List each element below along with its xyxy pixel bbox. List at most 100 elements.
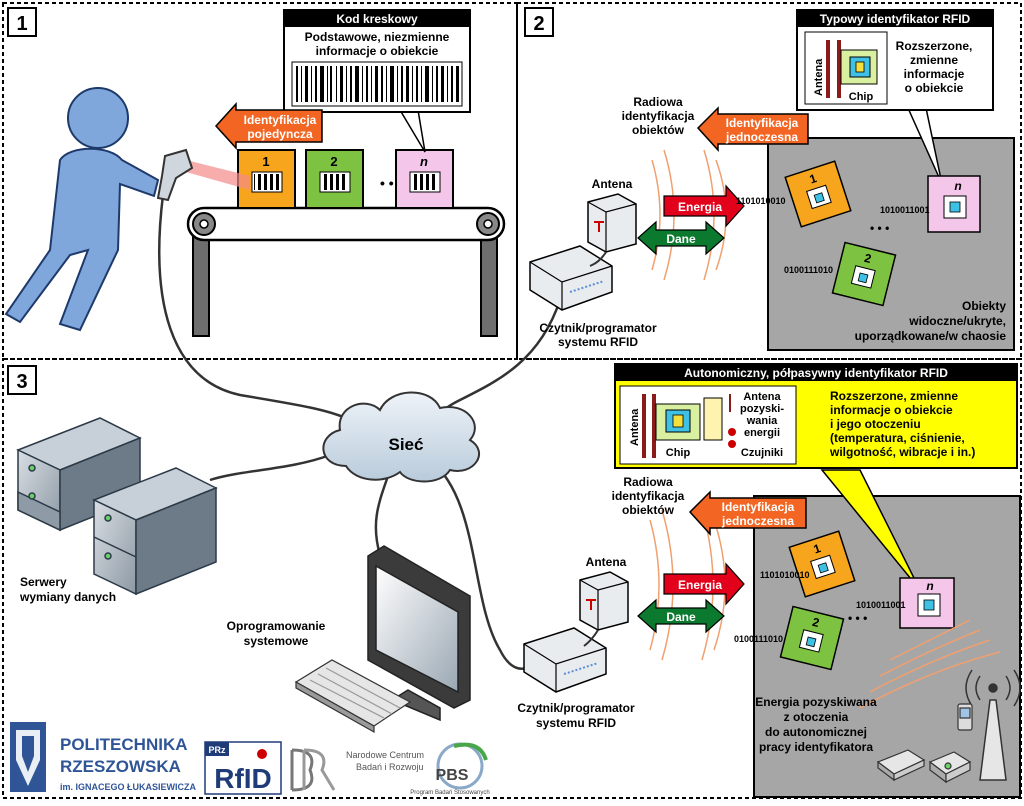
scan-beam bbox=[186, 160, 250, 190]
p3-harvest-0: Energia pozyskiwana bbox=[755, 695, 877, 709]
panel-number-1: 1 bbox=[16, 13, 27, 35]
p2-energy-arrow: Energia bbox=[663, 184, 745, 228]
p3-harvest-3: pracy identyfikatora bbox=[759, 740, 873, 754]
auto-harvest-1: pozyski- bbox=[740, 403, 784, 415]
p2-reader-line1: Czytnik/programator bbox=[539, 321, 657, 335]
pbs-logo: PBS Program Badań Stosowanych bbox=[410, 742, 490, 796]
auto-rfid-title: Autonomiczny, półpasywny identyfikator R… bbox=[684, 366, 948, 380]
barcode-callout: Kod kreskowy Podstawowe, niezmienne info… bbox=[283, 9, 471, 153]
rfid-desc-2: informacje bbox=[904, 67, 965, 81]
ncbr-line2: Badań i Rozwoju bbox=[356, 762, 424, 772]
single-identification-arrow: Identyfikacja pojedyncza bbox=[214, 102, 323, 150]
svg-text:Identyfikacja: Identyfikacja bbox=[726, 116, 799, 130]
conveyor bbox=[186, 206, 506, 337]
network-label: Sieć bbox=[389, 435, 424, 454]
person-figure bbox=[4, 87, 194, 332]
panel-number-2: 2 bbox=[533, 13, 544, 35]
software-line1: Oprogramowanie bbox=[227, 619, 326, 633]
rfid-desc-3: o obiekcie bbox=[905, 81, 964, 95]
auto-harvest-0: Antena bbox=[743, 391, 781, 403]
p3-energy-arrow: Energia bbox=[663, 562, 745, 606]
rfid-logo-small: PRz bbox=[208, 745, 226, 755]
p2-radio-2: obiektów bbox=[632, 123, 685, 137]
p2-data-arrow: Dane bbox=[637, 220, 725, 256]
svg-text:Energia: Energia bbox=[678, 578, 722, 592]
auto-desc-1: informacje o obiekcie bbox=[830, 403, 953, 417]
barcode-desc-2: informacje o obiekcie bbox=[316, 44, 439, 58]
p2-objects-1: widoczne/ukryte, bbox=[908, 314, 1006, 328]
p3-tag-2: 2 bbox=[779, 605, 845, 671]
pbs-small: Program Badań Stosowanych bbox=[410, 790, 489, 796]
p2-objects-0: Obiekty bbox=[962, 299, 1006, 313]
p3-reader-line1: Czytnik/programator bbox=[517, 701, 635, 715]
prz-name-1: POLITECHNIKA bbox=[60, 735, 188, 754]
single-id-line2: pojedyncza bbox=[247, 127, 313, 141]
harvest-waves bbox=[859, 619, 1001, 709]
autonomous-rfid-callout: Autonomiczny, półpasywny identyfikator R… bbox=[614, 363, 1018, 591]
prz-logo: POLITECHNIKA RZESZOWSKA im. IGNACEGO ŁUK… bbox=[10, 722, 197, 792]
p2-radio-0: Radiowa bbox=[633, 95, 683, 109]
phone-icon bbox=[957, 703, 973, 731]
rfid-desc-1: zmienne bbox=[910, 53, 958, 67]
auto-harvest-2: wania bbox=[746, 415, 778, 427]
svg-text:Identyfikacja: Identyfikacja bbox=[722, 500, 795, 514]
computer-monitor bbox=[367, 545, 471, 722]
panel-1-frame bbox=[2, 2, 518, 360]
auto-desc-0: Rozszerzone, zmienne bbox=[830, 389, 958, 403]
svg-text:n: n bbox=[954, 179, 961, 193]
panel-2-frame bbox=[516, 2, 1022, 360]
auto-harvest-3: energii bbox=[744, 427, 780, 439]
keyboard bbox=[294, 659, 412, 734]
auto-sensors: Czujniki bbox=[741, 447, 783, 459]
p3-reader-line2: systemu RFID bbox=[536, 716, 616, 730]
p2-tag-n: n bbox=[927, 175, 981, 233]
barcode-desc-1: Podstawowe, niezmienne bbox=[305, 30, 450, 44]
rfid-tag-chip: Chip bbox=[849, 91, 874, 103]
p2-tag-2: 2 bbox=[831, 241, 897, 307]
p3-code-n: 1010011001 bbox=[856, 600, 906, 610]
p3-code-1: 1101010010 bbox=[760, 570, 810, 580]
svg-text:2: 2 bbox=[811, 615, 821, 630]
router-icon bbox=[876, 749, 926, 782]
rfid-tag-antena: Antena bbox=[813, 58, 825, 96]
svg-text:n: n bbox=[926, 579, 933, 593]
auto-antena: Antena bbox=[629, 408, 641, 446]
svg-text:1: 1 bbox=[812, 541, 823, 556]
p2-simultaneous-arrow: Identyfikacja jednoczesna bbox=[696, 106, 809, 152]
panel-number-3: 3 bbox=[16, 371, 27, 393]
svg-text:jednoczesna: jednoczesna bbox=[725, 130, 798, 144]
p3-radio-2: obiektów bbox=[622, 503, 675, 517]
p3-radio-0: Radiowa bbox=[623, 475, 673, 489]
p3-ellipsis: • • • bbox=[848, 611, 867, 625]
prz-name-3: im. IGNACEGO ŁUKASIEWICZA bbox=[60, 782, 197, 792]
p3-radio-1: identyfikacja bbox=[612, 489, 685, 503]
svg-text:Energia: Energia bbox=[678, 200, 722, 214]
barcode-title: Kod kreskowy bbox=[336, 12, 418, 26]
p2-objects-2: uporządkowane/w chaosie bbox=[855, 329, 1007, 343]
ncbr-line1: Narodowe Centrum bbox=[346, 750, 424, 760]
radio-tower-icon bbox=[965, 669, 1021, 781]
network-cloud: Sieć bbox=[322, 391, 481, 483]
p3-code-2: 0100111010 bbox=[734, 634, 783, 644]
svg-text:1: 1 bbox=[808, 171, 819, 186]
rfid-tag-title: Typowy identyfikator RFID bbox=[820, 12, 971, 26]
svg-text:2: 2 bbox=[330, 154, 337, 169]
p3-tag-n: n bbox=[899, 577, 955, 629]
modem-icon bbox=[928, 751, 972, 784]
p2-code-2: 0100111010 bbox=[784, 265, 833, 275]
p3-simultaneous-arrow: Identyfikacja jednoczesna bbox=[688, 490, 807, 536]
software-line2: systemowe bbox=[244, 634, 309, 648]
servers-line2: wymiany danych bbox=[19, 590, 116, 604]
p3-data-arrow: Dane bbox=[637, 598, 725, 634]
rfid-logo-big: RfID bbox=[214, 763, 272, 794]
p3-antenna-label: Antena bbox=[586, 555, 627, 569]
p2-code-n: 1010011001 bbox=[880, 205, 930, 215]
p3-antenna-device bbox=[579, 571, 629, 631]
p2-radio-1: identyfikacja bbox=[622, 109, 695, 123]
servers bbox=[16, 417, 218, 596]
rfid-desc-0: Rozszerzone, bbox=[896, 39, 973, 53]
p3-harvest-1: z otoczenia bbox=[784, 710, 849, 724]
p2-reader-device bbox=[529, 245, 613, 311]
